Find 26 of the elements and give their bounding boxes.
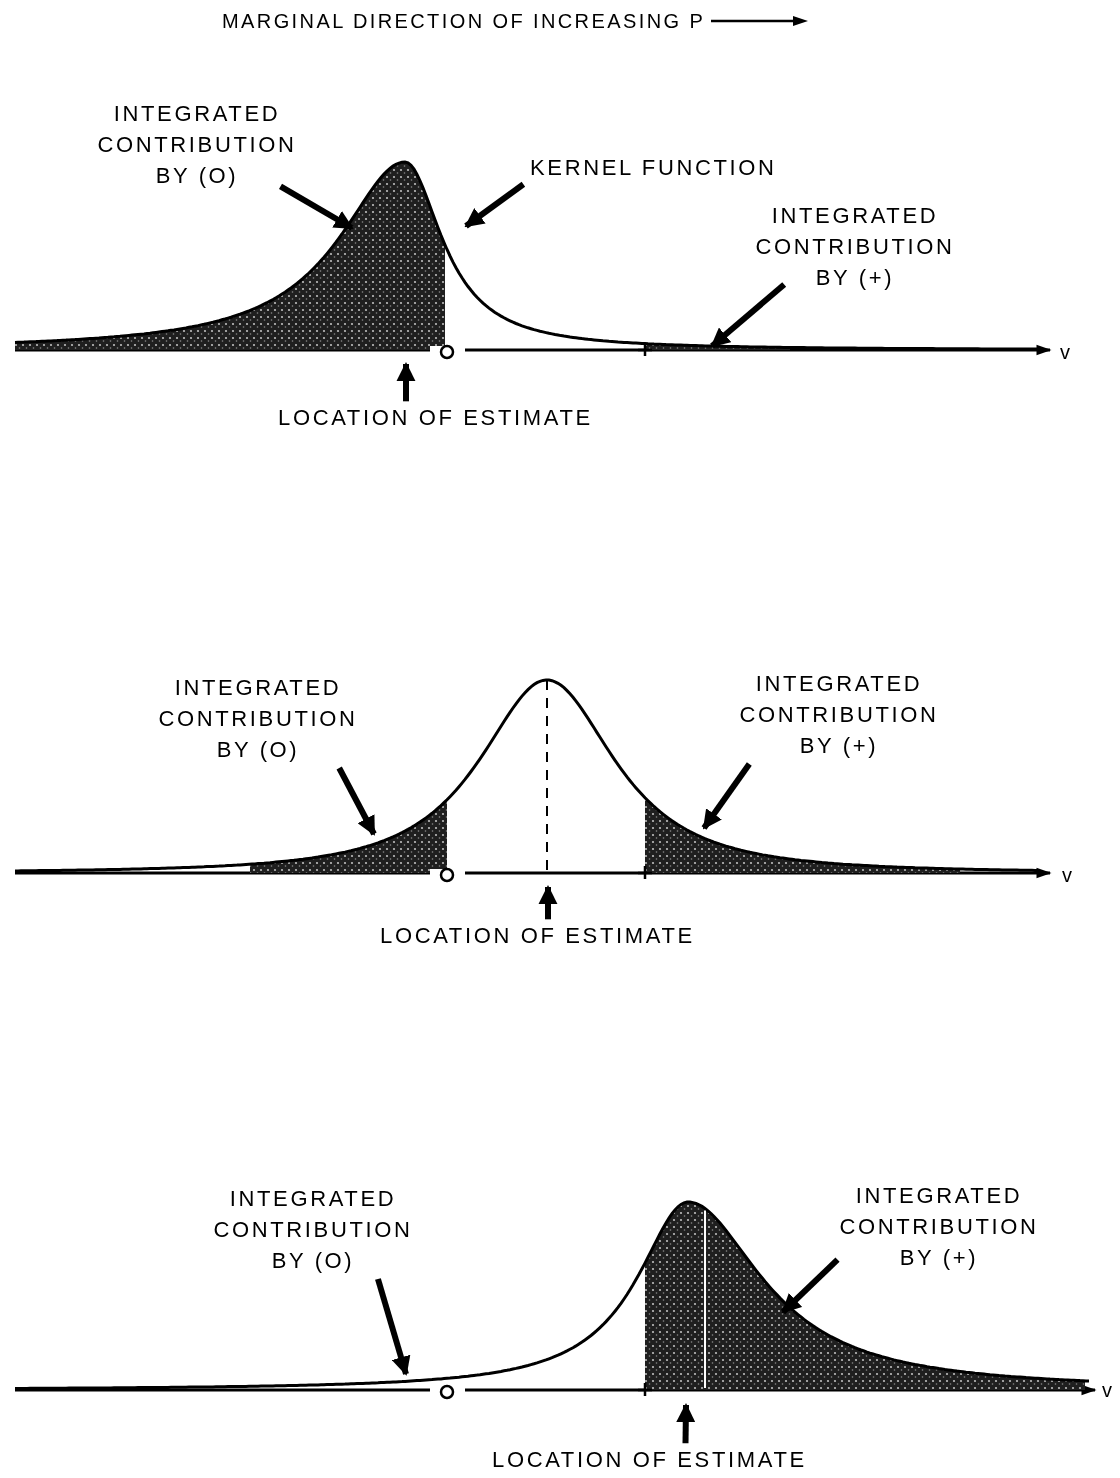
axis-label: v bbox=[1102, 1378, 1112, 1403]
arrow bbox=[710, 282, 787, 349]
kernel-curve-drawing bbox=[15, 678, 1038, 883]
callout-label: INTEGRATED CONTRIBUTION BY (+) bbox=[821, 1180, 1057, 1273]
arrow bbox=[375, 1278, 411, 1376]
callout-label: INTEGRATED CONTRIBUTION BY (O) bbox=[197, 1183, 429, 1276]
callout-label: LOCATION OF ESTIMATE bbox=[380, 920, 800, 951]
arrow bbox=[396, 362, 416, 402]
callout-label: LOCATION OF ESTIMATE bbox=[492, 1444, 922, 1475]
callout-label: LOCATION OF ESTIMATE bbox=[278, 402, 678, 433]
kernel-curve-drawing bbox=[14, 160, 1038, 360]
arrow bbox=[676, 1403, 696, 1444]
arrow bbox=[780, 1257, 840, 1315]
axis-label: v bbox=[1062, 863, 1072, 888]
arrow bbox=[279, 183, 354, 231]
arrow bbox=[701, 762, 752, 830]
title: MARGINAL DIRECTION OF INCREASING P bbox=[222, 9, 706, 34]
arrow bbox=[336, 766, 377, 836]
axis-label: v bbox=[1060, 340, 1070, 365]
arrow bbox=[538, 885, 558, 920]
callout-label: INTEGRATED CONTRIBUTION BY (O) bbox=[142, 672, 374, 765]
callout-label: KERNEL FUNCTION bbox=[530, 152, 860, 183]
callout-label: INTEGRATED CONTRIBUTION BY (+) bbox=[737, 200, 973, 293]
arrow bbox=[464, 181, 526, 229]
callout-label: INTEGRATED CONTRIBUTION BY (O) bbox=[81, 98, 313, 191]
callout-label: INTEGRATED CONTRIBUTION BY (+) bbox=[721, 668, 957, 761]
